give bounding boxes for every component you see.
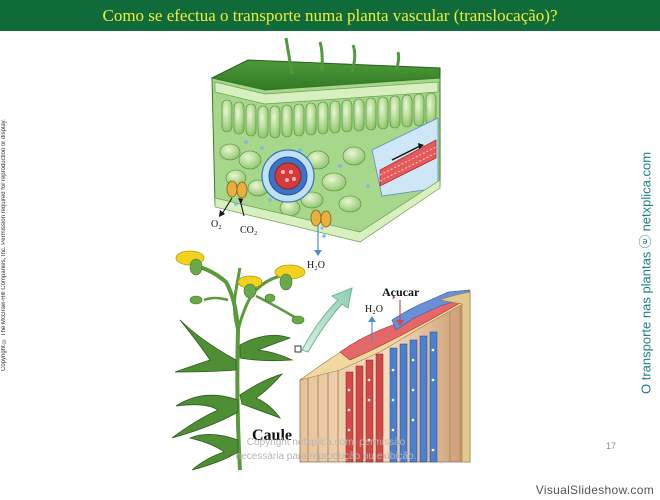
page-number: 17 [606, 441, 617, 451]
flower-left [175, 250, 205, 276]
slide-title: Como se efectua o transporte numa planta… [102, 5, 558, 25]
sugar-label: Açucar [382, 285, 420, 299]
zoom-arrow [301, 287, 353, 353]
o2-arrow [221, 197, 233, 215]
leaf-vein-side [371, 117, 439, 197]
stoma-left [226, 180, 248, 199]
water-droplets [234, 140, 370, 238]
title-bar: Como se efectua o transporte numa planta… [0, 0, 660, 31]
palisade-layer [221, 92, 437, 139]
zoom-marker [294, 345, 302, 353]
stem-label: Caule [252, 427, 292, 444]
flower-mid [237, 275, 263, 299]
spongy-layer [219, 143, 366, 217]
vascular-bundle [261, 149, 315, 203]
watermark-line-2: necessária para reprodução ou exibição. [235, 451, 417, 462]
stoma-right [310, 209, 332, 228]
plant-illustration [171, 250, 306, 471]
watermark-line-1: Copyright netxplica.com; permissão [246, 437, 406, 448]
o2-label: O₂ [211, 219, 222, 230]
co2-label: CO₂ [240, 225, 257, 236]
leaf-cross-section [210, 37, 441, 256]
flower-right [274, 264, 306, 291]
stem-cross-section [299, 289, 471, 463]
footer-brand: VisualSlideshow.com [535, 483, 654, 497]
leaf-h2o-label: H₂O [307, 260, 325, 271]
stem-h2o-label: H₂O [365, 304, 383, 315]
